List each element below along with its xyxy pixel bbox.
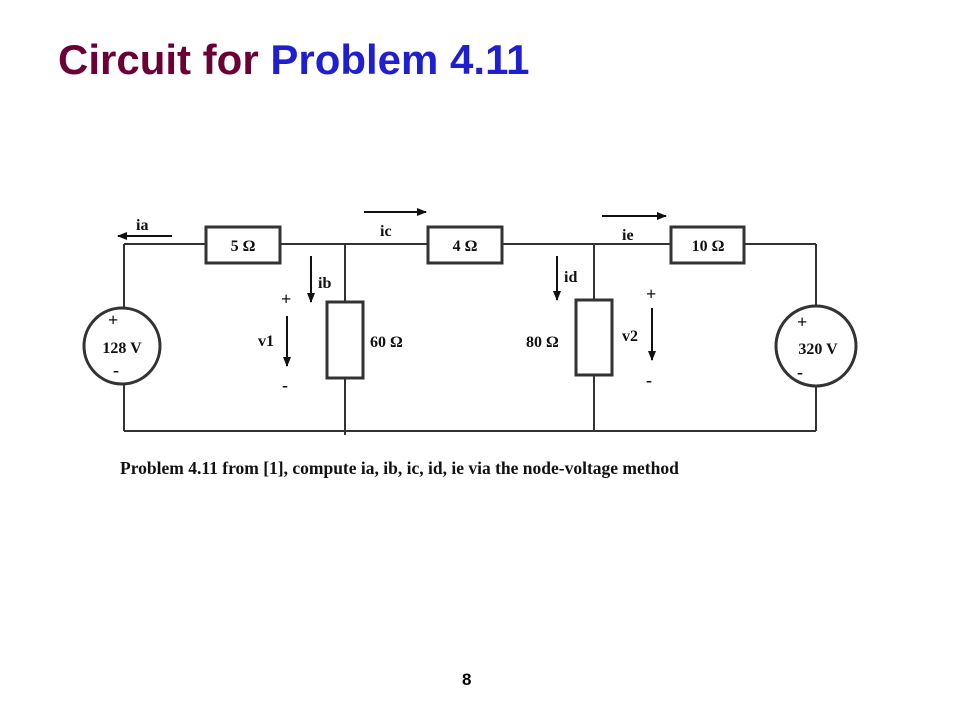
source-320v	[774, 304, 858, 388]
right-source-minus: -	[797, 362, 803, 382]
label-v2: v2	[622, 328, 638, 345]
right-source-plus: +	[797, 312, 807, 332]
left-source-value: 128 V	[102, 340, 142, 357]
label-v1: v1	[258, 333, 274, 350]
label-ie: ie	[622, 227, 634, 244]
left-source-plus: +	[108, 310, 118, 330]
label-ib: ib	[318, 275, 331, 292]
source-128v	[82, 306, 162, 386]
diagram-caption: Problem 4.11 from [1], compute ia, ib, i…	[120, 458, 679, 478]
label-80-ohm: 80 Ω	[526, 334, 559, 351]
resistor-4-ohm	[426, 225, 504, 265]
label-ia: ia	[136, 217, 148, 234]
v1-plus: +	[281, 289, 291, 309]
slide-title: Circuit for Problem 4.11	[58, 34, 529, 86]
right-source-value: 320 V	[798, 341, 838, 358]
title-part-1: Circuit for	[58, 36, 259, 83]
v2-minus: -	[646, 370, 652, 390]
resistor-80-ohm	[574, 298, 614, 377]
resistor-60-ohm	[325, 300, 365, 380]
label-60-ohm: 60 Ω	[370, 334, 403, 351]
label-5-ohm: 5 Ω	[231, 238, 256, 255]
resistor-10-ohm	[669, 225, 746, 265]
label-ic: ic	[380, 223, 392, 240]
wires	[123, 243, 817, 435]
label-4-ohm: 4 Ω	[453, 238, 478, 255]
left-source-minus: -	[113, 360, 119, 380]
resistor-5-ohm	[204, 225, 282, 265]
v2-plus: +	[646, 284, 656, 304]
v1-minus: -	[282, 375, 288, 395]
label-id: id	[564, 269, 577, 286]
label-10-ohm: 10 Ω	[692, 238, 725, 255]
page-number: 8	[462, 670, 472, 689]
title-part-2: Problem 4.11	[270, 36, 530, 83]
